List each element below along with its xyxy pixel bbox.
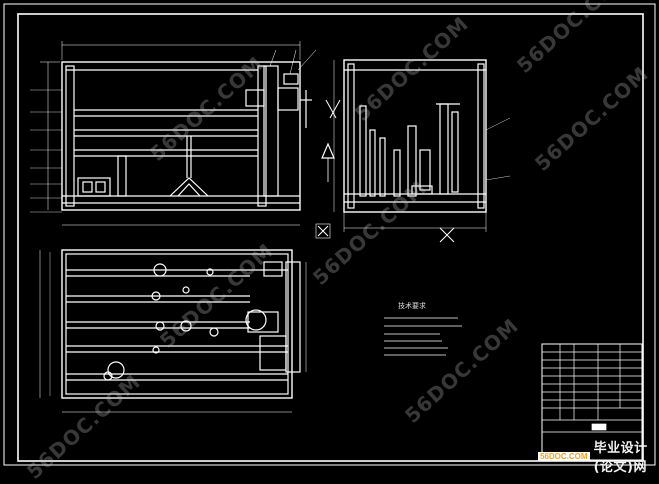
front-view — [30, 41, 317, 226]
cad-drawing — [3, 3, 656, 466]
title-block — [541, 343, 643, 461]
tech-requirements-lines — [384, 317, 462, 356]
outer-frame — [3, 3, 656, 466]
brand-banner[interactable]: 56DOC.COM 毕业设计(论文)网 — [538, 441, 656, 475]
inner-frame — [17, 13, 644, 462]
tech-requirements-title: 技术要求 — [398, 302, 426, 310]
brand-logo: 56DOC.COM — [538, 451, 590, 461]
side-view — [315, 59, 511, 243]
brand-text: 毕业设计(论文)网 — [593, 441, 648, 475]
top-view — [39, 249, 307, 413]
